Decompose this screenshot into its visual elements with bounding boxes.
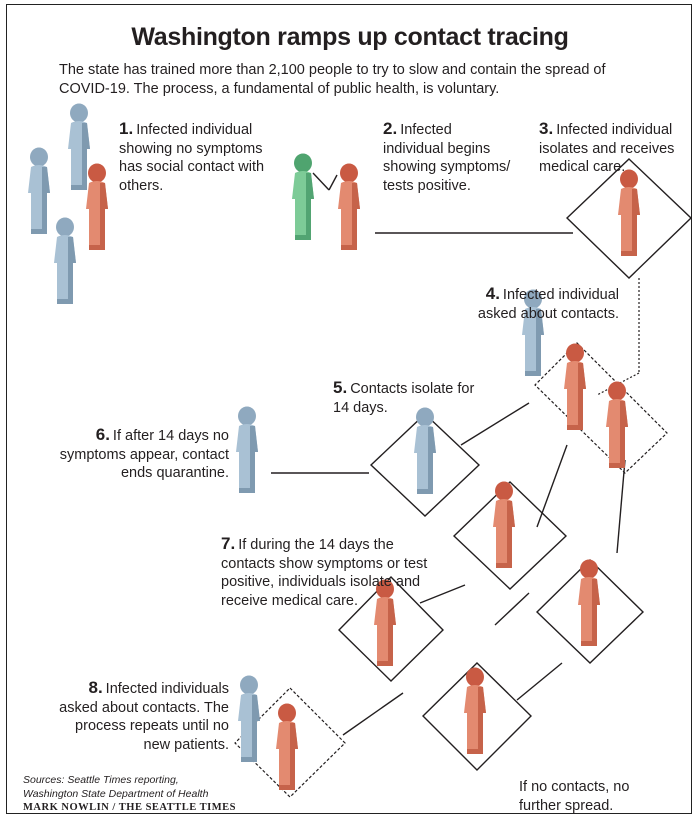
isolation-frames xyxy=(338,158,691,771)
infected-figure xyxy=(606,381,628,468)
healthy-figure xyxy=(238,675,260,762)
step-text: Infected individual begins showing sympt… xyxy=(383,122,511,194)
step-number: 5. xyxy=(333,378,348,397)
step-number: 8. xyxy=(88,678,103,697)
healthy-figure xyxy=(68,103,90,190)
step-number: 2. xyxy=(383,119,398,138)
step-1: 1.Infected individual showing no symptom… xyxy=(119,119,269,195)
page-title: Washington ramps up contact tracing xyxy=(131,23,569,51)
step-number: 1. xyxy=(119,119,134,138)
diamond-step3 xyxy=(565,158,691,279)
step-text: Contacts isolate for 14 days. xyxy=(333,381,475,416)
credit-line: MARK NOWLIN / THE SEATTLE TIMES xyxy=(23,802,237,813)
infected-figure xyxy=(464,667,486,754)
step-2: 2.Infected individual begins showing sym… xyxy=(383,119,513,195)
swab-icon xyxy=(312,172,338,191)
diamond-step5 xyxy=(369,413,481,517)
step-number: 7. xyxy=(221,534,236,553)
infographic: Washington ramps up contact tracing The … xyxy=(6,4,692,814)
step-text: Infected individual isolates and receive… xyxy=(539,122,675,175)
no-contacts-note: If no contacts, no further spread. xyxy=(519,779,630,814)
contacts-frame-step4 xyxy=(534,342,668,474)
step-text: Infected individual showing no symptoms … xyxy=(119,122,265,194)
step-4: 4.Infected individual asked about contac… xyxy=(449,284,619,323)
step-number: 3. xyxy=(539,119,554,138)
infected-figure xyxy=(86,163,108,250)
diamond-step8 xyxy=(422,662,532,771)
step-number: 6. xyxy=(95,425,110,444)
step-5: 5.Contacts isolate for 14 days. xyxy=(333,378,483,417)
healthy-figure xyxy=(236,406,258,493)
infected-figure xyxy=(338,163,360,250)
step-text: Infected individual asked about contacts… xyxy=(477,287,619,322)
tester-figure xyxy=(292,153,314,240)
infected-figure xyxy=(493,481,515,568)
tracing-diagram xyxy=(28,103,691,798)
infected-figure xyxy=(578,559,600,646)
step-7: 7.If during the 14 days the contacts sho… xyxy=(221,534,437,610)
step-text: If during the 14 days the contacts show … xyxy=(221,537,428,609)
step-number: 4. xyxy=(485,284,500,303)
infected-figure xyxy=(618,169,640,256)
step-3: 3.Infected individual isolates and recei… xyxy=(539,119,691,177)
infected-figure xyxy=(564,343,586,430)
healthy-figure xyxy=(28,147,50,234)
step-text: If after 14 days no symptoms appear, con… xyxy=(59,428,229,481)
figures xyxy=(28,103,640,790)
diamond-step7b xyxy=(338,576,444,682)
step-6: 6.If after 14 days no symptoms appear, c… xyxy=(43,425,229,483)
healthy-figure xyxy=(414,407,436,494)
healthy-figure xyxy=(54,217,76,304)
infected-figure xyxy=(276,703,298,790)
sources-note: Sources: Seattle Times reporting, Washin… xyxy=(23,774,209,800)
diamond-step7a xyxy=(452,481,568,590)
subtitle: The state has trained more than 2,100 pe… xyxy=(59,62,606,97)
step-text: Infected individuals asked about contact… xyxy=(59,681,229,753)
diamond-step7c xyxy=(535,559,645,664)
step-8: 8.Infected individuals asked about conta… xyxy=(59,678,229,754)
